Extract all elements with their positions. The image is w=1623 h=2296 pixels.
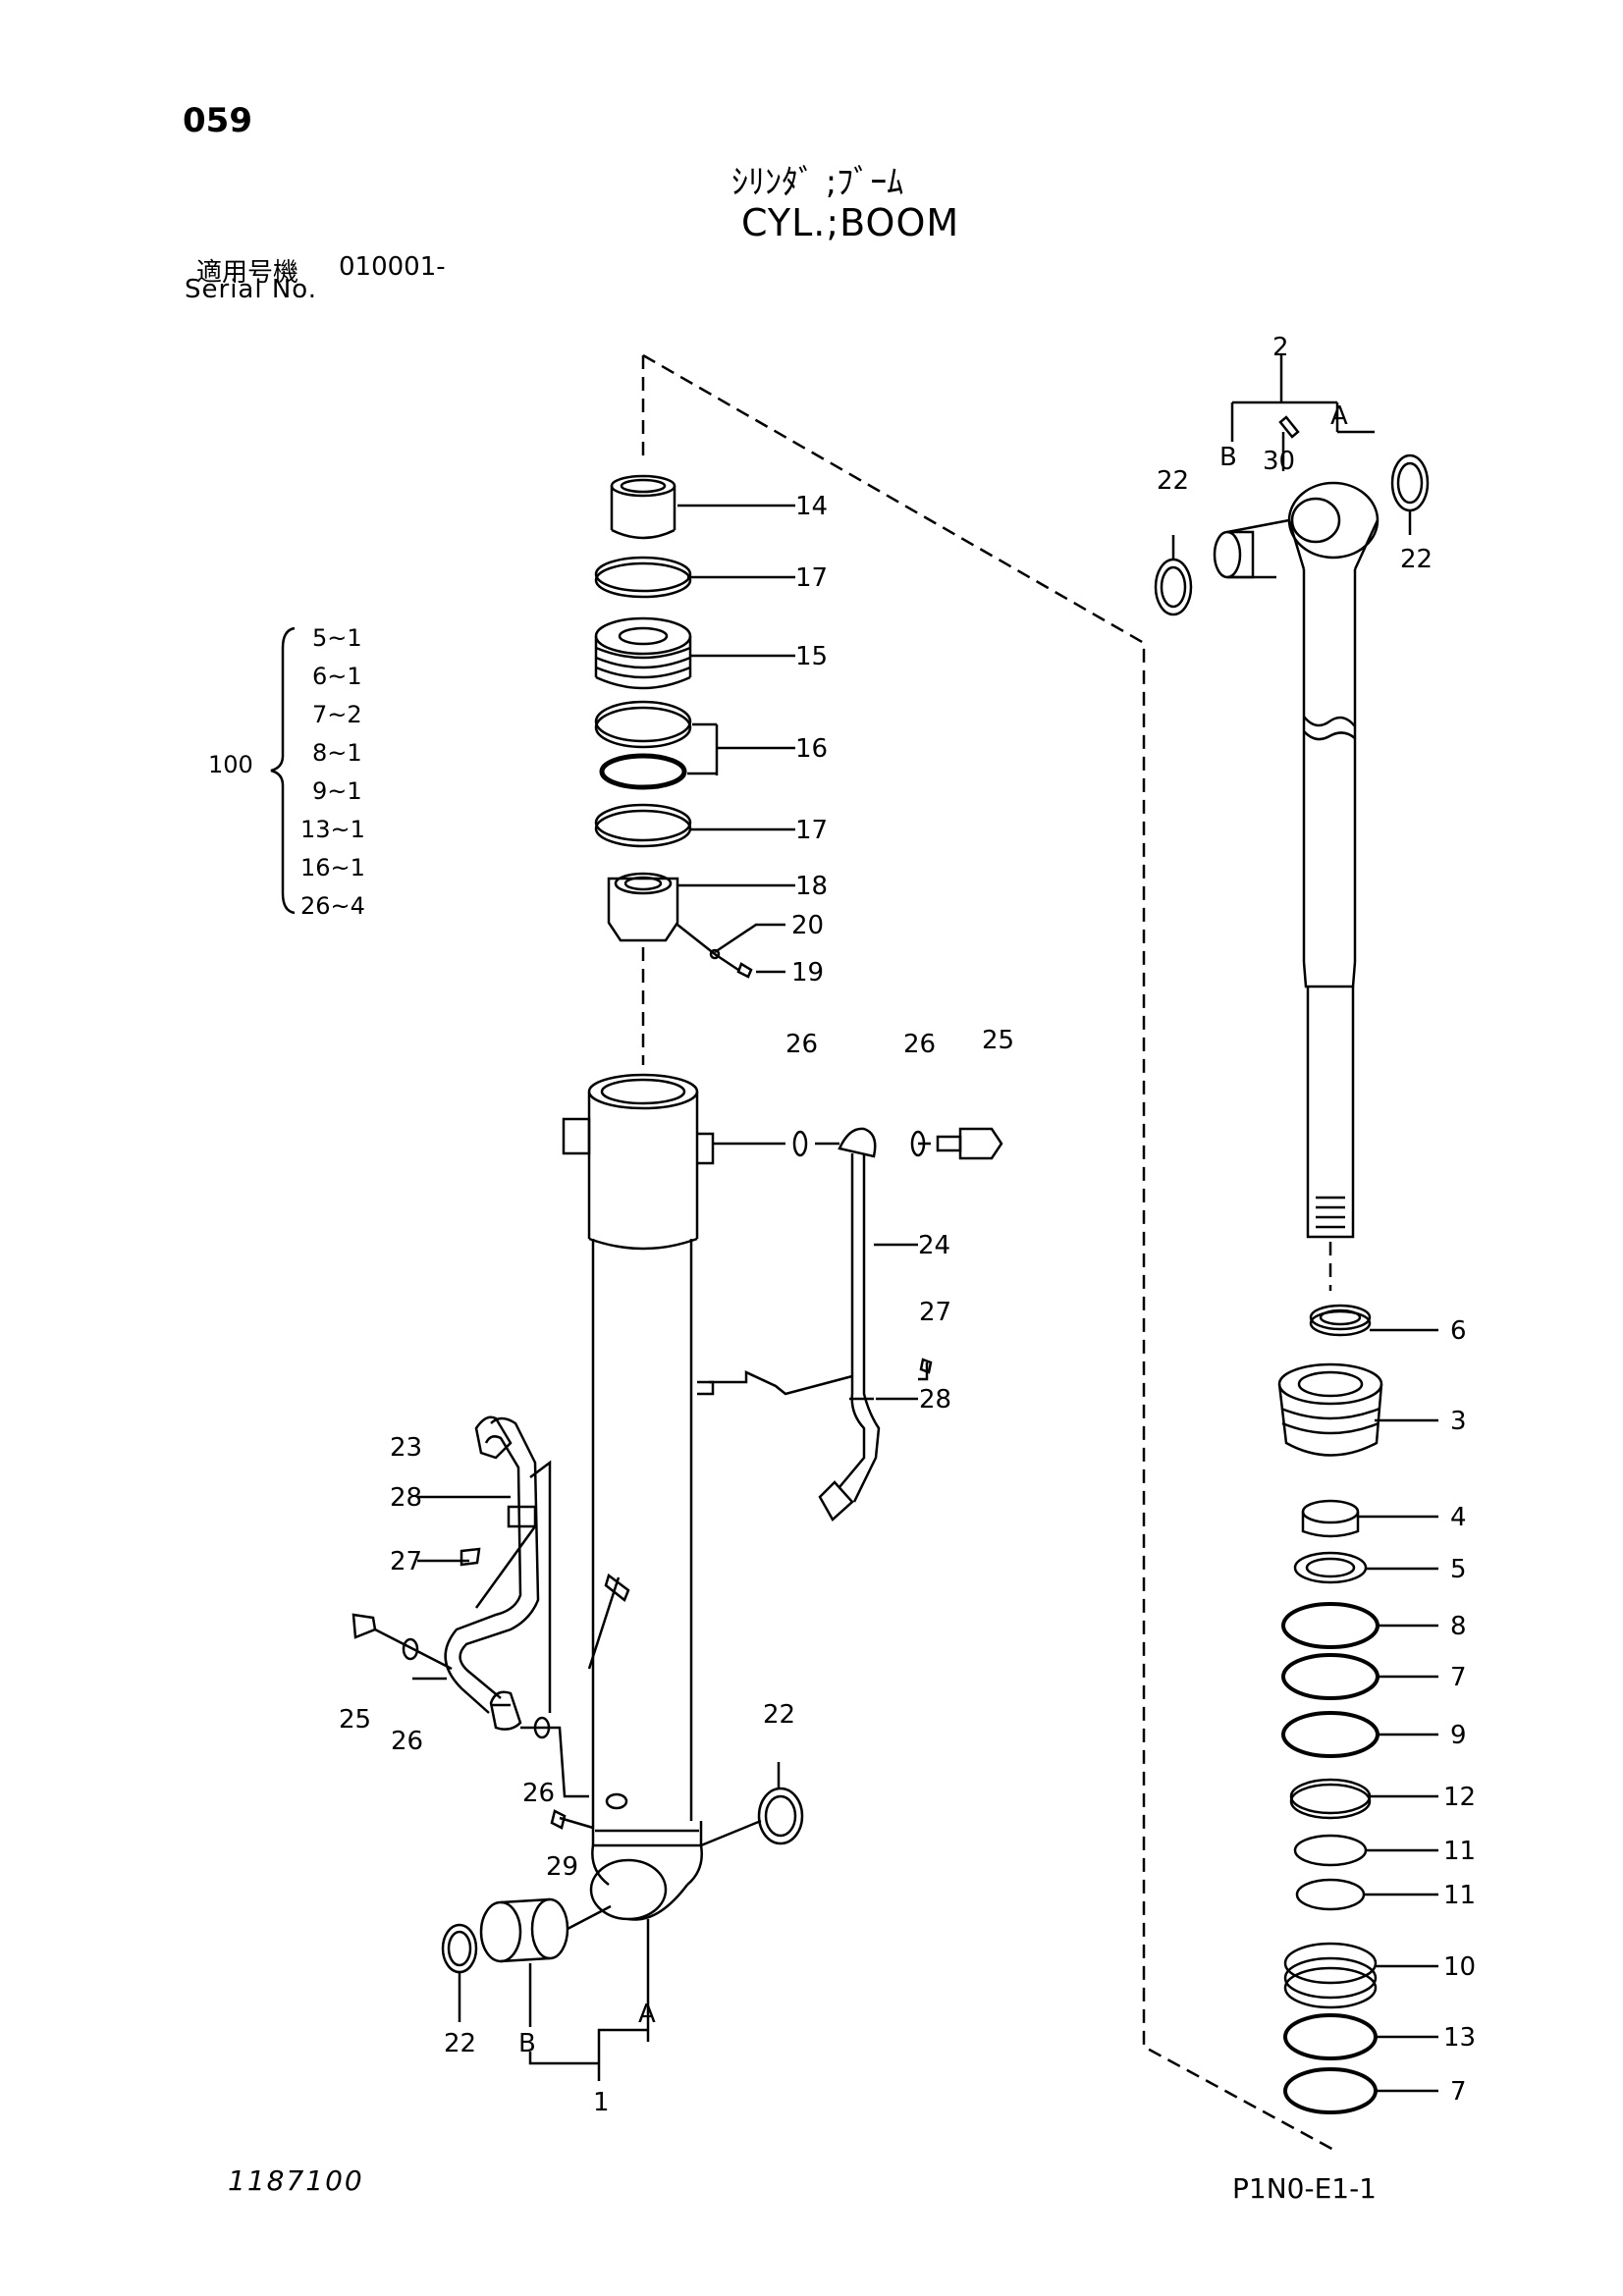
callout-24: 24 — [918, 1231, 950, 1260]
part-plug-25 — [958, 1127, 1003, 1160]
callout-29: 29 — [546, 1852, 578, 1882]
serial-label-japanese: 適用号機 — [196, 258, 299, 288]
part-nut-15 — [594, 616, 692, 690]
part-o-ring-26 — [533, 1716, 551, 1739]
kit-item: 26~4 — [300, 892, 365, 920]
callout-26: 26 — [785, 1030, 818, 1059]
part-fitting — [587, 1573, 630, 1670]
part-cylinder-head-18 — [607, 872, 679, 942]
callout-22: 22 — [444, 2029, 476, 2058]
serial-label-english: Serial No. — [185, 275, 317, 304]
part-cylinder-tube — [562, 1073, 715, 1921]
callout-28: 28 — [919, 1385, 951, 1415]
callout-12: 12 — [1443, 1783, 1476, 1812]
callout-8: 8 — [1450, 1612, 1467, 1641]
part-ball-20 — [709, 948, 721, 960]
callout-7: 7 — [1450, 1663, 1467, 1692]
callout-17: 17 — [795, 816, 828, 845]
part-piston-rod — [1213, 415, 1380, 1239]
part-hose-24 — [818, 1127, 881, 1522]
callout-22: 22 — [1157, 466, 1189, 496]
kit-item: 9~1 — [312, 777, 362, 805]
part-backup-ring-17 — [594, 561, 692, 599]
callout-25: 25 — [339, 1705, 371, 1735]
kit-brace — [270, 626, 296, 915]
callout-4: 4 — [1450, 1503, 1467, 1532]
part-o-ring-16 — [599, 753, 687, 790]
callout-23: 23 — [390, 1433, 422, 1463]
callout-27: 27 — [919, 1298, 951, 1327]
callout-26: 26 — [522, 1779, 555, 1808]
part-bushing-14 — [610, 474, 676, 540]
callout-5: 5 — [1450, 1555, 1467, 1584]
callout-9: 9 — [1450, 1721, 1467, 1750]
part-backup-ring-17 — [594, 803, 692, 842]
callout-7: 7 — [1450, 2077, 1467, 2107]
callout-14: 14 — [795, 492, 828, 521]
callout-3: 3 — [1450, 1407, 1467, 1436]
part-seal-22 — [441, 1923, 478, 1974]
callout-11: 11 — [1443, 1837, 1476, 1866]
part-o-ring-26 — [910, 1130, 926, 1157]
callout-13: 13 — [1443, 2023, 1476, 2053]
kit-item: 6~1 — [312, 663, 362, 690]
callout-22: 22 — [1400, 545, 1433, 574]
part-backup-ring-17 — [594, 556, 692, 593]
callout-28: 28 — [390, 1483, 422, 1513]
part-o-ring-26 — [792, 1130, 808, 1157]
callout-17: 17 — [795, 563, 828, 593]
callout-6: 6 — [1450, 1316, 1467, 1346]
callout-25: 25 — [982, 1026, 1014, 1055]
kit-item: 5~1 — [312, 624, 362, 652]
callout-a: A — [1330, 401, 1348, 431]
kit-item: 7~2 — [312, 701, 362, 728]
callout-27: 27 — [390, 1547, 422, 1576]
part-bolt-27 — [919, 1358, 933, 1374]
callout-2: 2 — [1272, 333, 1289, 362]
callout-30: 30 — [1263, 447, 1295, 476]
part-o-ring-26 — [402, 1637, 419, 1661]
part-seal-16 — [594, 706, 692, 749]
callout-10: 10 — [1443, 1952, 1476, 1982]
callout-11: 11 — [1443, 1881, 1476, 1910]
callout-15: 15 — [795, 642, 828, 671]
part-hose-23 — [444, 1415, 540, 1731]
callout-16: 16 — [795, 734, 828, 764]
page-number: 059 — [183, 101, 252, 140]
title-english: CYL.;BOOM — [741, 201, 960, 244]
title-japanese: ｼﾘﾝﾀﾞ ;ﾌﾞｰﾑ — [731, 163, 904, 202]
callout-18: 18 — [795, 872, 828, 901]
sheet-code: P1N0-E1-1 — [1232, 2172, 1377, 2205]
part-bolt-27 — [460, 1547, 481, 1567]
callout-26: 26 — [391, 1727, 423, 1756]
part-bushing-b — [479, 1897, 569, 1963]
part-plug-25 — [352, 1613, 377, 1639]
callout-19: 19 — [791, 958, 824, 988]
part-seal-22 — [757, 1787, 804, 1845]
kit-item: 16~1 — [300, 854, 365, 881]
callout-b: B — [518, 2029, 536, 2058]
part-seal-16 — [594, 700, 692, 743]
alignment-dashed-line — [642, 353, 1338, 2154]
callout-1: 1 — [593, 2088, 610, 2117]
callout-b: B — [1219, 443, 1237, 472]
part-set-screw-19 — [736, 962, 753, 979]
callout-a: A — [638, 2000, 656, 2029]
part-plug-29 — [550, 1809, 567, 1830]
callout-22: 22 — [763, 1700, 795, 1730]
callout-26: 26 — [903, 1030, 936, 1059]
serial-number-value: 010001- — [339, 252, 446, 282]
drawing-number: 1187100 — [228, 2164, 364, 2197]
kit-label: 100 — [208, 751, 253, 778]
kit-item: 13~1 — [300, 816, 365, 843]
part-piston-rings — [1277, 1304, 1383, 2114]
kit-item: 8~1 — [312, 739, 362, 767]
callout-20: 20 — [791, 911, 824, 940]
part-grease-fitting-30 — [1278, 415, 1300, 439]
